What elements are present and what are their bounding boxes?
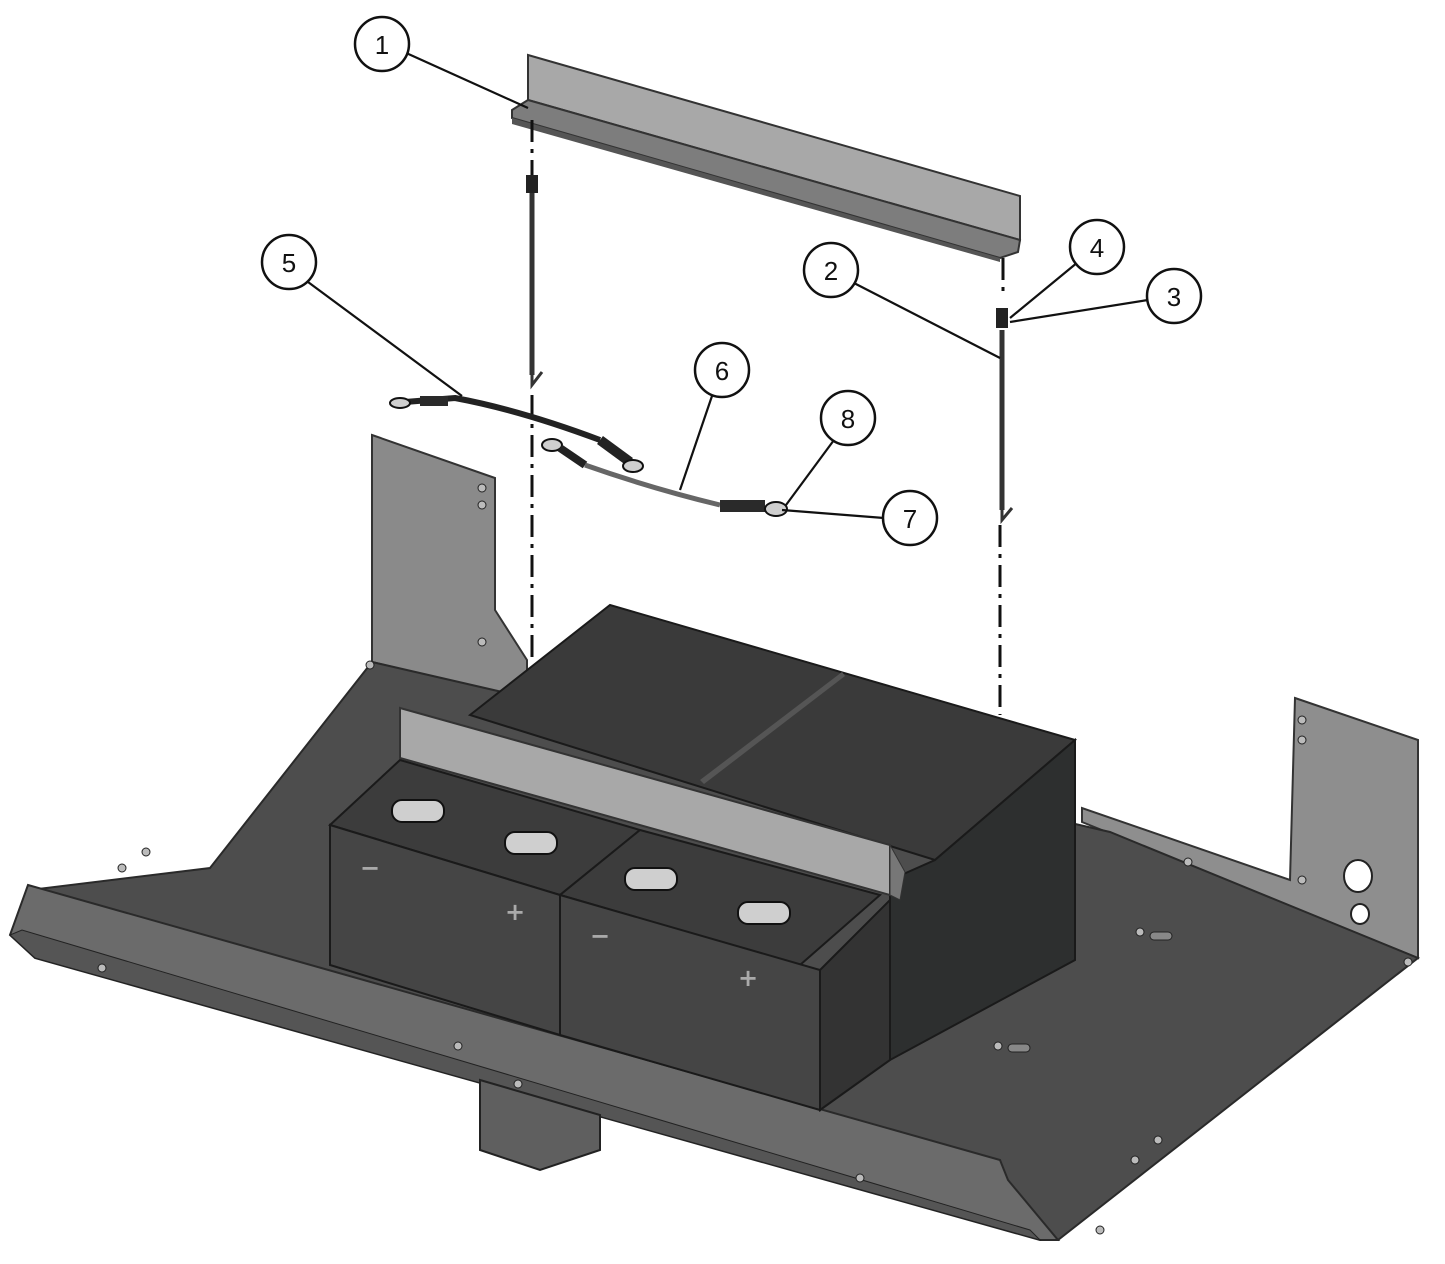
leader-3 xyxy=(1009,298,1149,324)
hold-down-bar-end xyxy=(889,843,906,901)
leader-2 xyxy=(851,281,1001,359)
bracket-hole-small xyxy=(1350,903,1370,925)
plus-mark-left: + xyxy=(505,898,525,926)
leader-5 xyxy=(307,281,463,397)
battery-hold-down-bar xyxy=(399,706,906,901)
under-mount-bracket xyxy=(479,1078,601,1172)
battery-cable-long xyxy=(541,438,788,517)
terminal-post-right-pos xyxy=(737,901,791,925)
leader-4 xyxy=(1009,261,1079,319)
callout-6-label: 6 xyxy=(715,356,729,386)
callout-3: 3 xyxy=(1145,267,1203,325)
callout-2-label: 2 xyxy=(824,256,838,286)
leader-7 xyxy=(781,508,885,520)
callout-2: 2 xyxy=(802,241,860,299)
callout-6: 6 xyxy=(693,341,751,399)
tray-holes xyxy=(97,483,1413,1235)
front-battery-left: − + xyxy=(328,758,643,1037)
callout-3-label: 3 xyxy=(1167,282,1181,312)
j-bolt-left xyxy=(526,175,544,390)
left-rear-bracket xyxy=(371,433,528,702)
tray-front-edge xyxy=(9,929,1042,1241)
leader-8 xyxy=(785,439,835,506)
callout-8-label: 8 xyxy=(841,404,855,434)
bracket-hole-large xyxy=(1343,859,1373,893)
front-battery-right-side xyxy=(819,897,891,1112)
leader-6 xyxy=(678,395,714,491)
minus-mark-right: − xyxy=(590,922,610,950)
tray-slot-2 xyxy=(1007,1043,1031,1053)
terminal-post-right-neg xyxy=(624,867,678,891)
terminal-post-left-neg xyxy=(391,799,445,823)
plus-mark-right: + xyxy=(738,964,758,992)
callout-1-label: 1 xyxy=(375,30,389,60)
clamp-bar-lower-edge xyxy=(512,118,1000,262)
assembly-center-lines xyxy=(530,120,1005,715)
callout-1: 1 xyxy=(353,15,411,73)
j-bolt-right xyxy=(996,308,1014,525)
callout-4: 4 xyxy=(1068,218,1126,276)
leader-lines xyxy=(307,50,1149,520)
callout-7-label: 7 xyxy=(903,504,917,534)
callout-5-label: 5 xyxy=(282,248,296,278)
callout-7: 7 xyxy=(881,489,939,547)
rear-battery-block xyxy=(467,603,1078,1062)
leader-1 xyxy=(403,50,529,110)
tray-slot xyxy=(1149,931,1173,941)
right-rear-bracket xyxy=(1081,696,1419,960)
callout-4-label: 4 xyxy=(1090,233,1104,263)
callout-5: 5 xyxy=(260,233,318,291)
top-clamp-angle-bar xyxy=(511,53,1022,262)
terminal-post-left-pos xyxy=(504,831,558,855)
front-battery-right: − + xyxy=(557,828,891,1112)
callout-8: 8 xyxy=(819,389,877,447)
minus-mark-left: − xyxy=(360,854,380,882)
battery-cable-short xyxy=(389,394,644,473)
rear-battery-divider xyxy=(700,672,845,784)
